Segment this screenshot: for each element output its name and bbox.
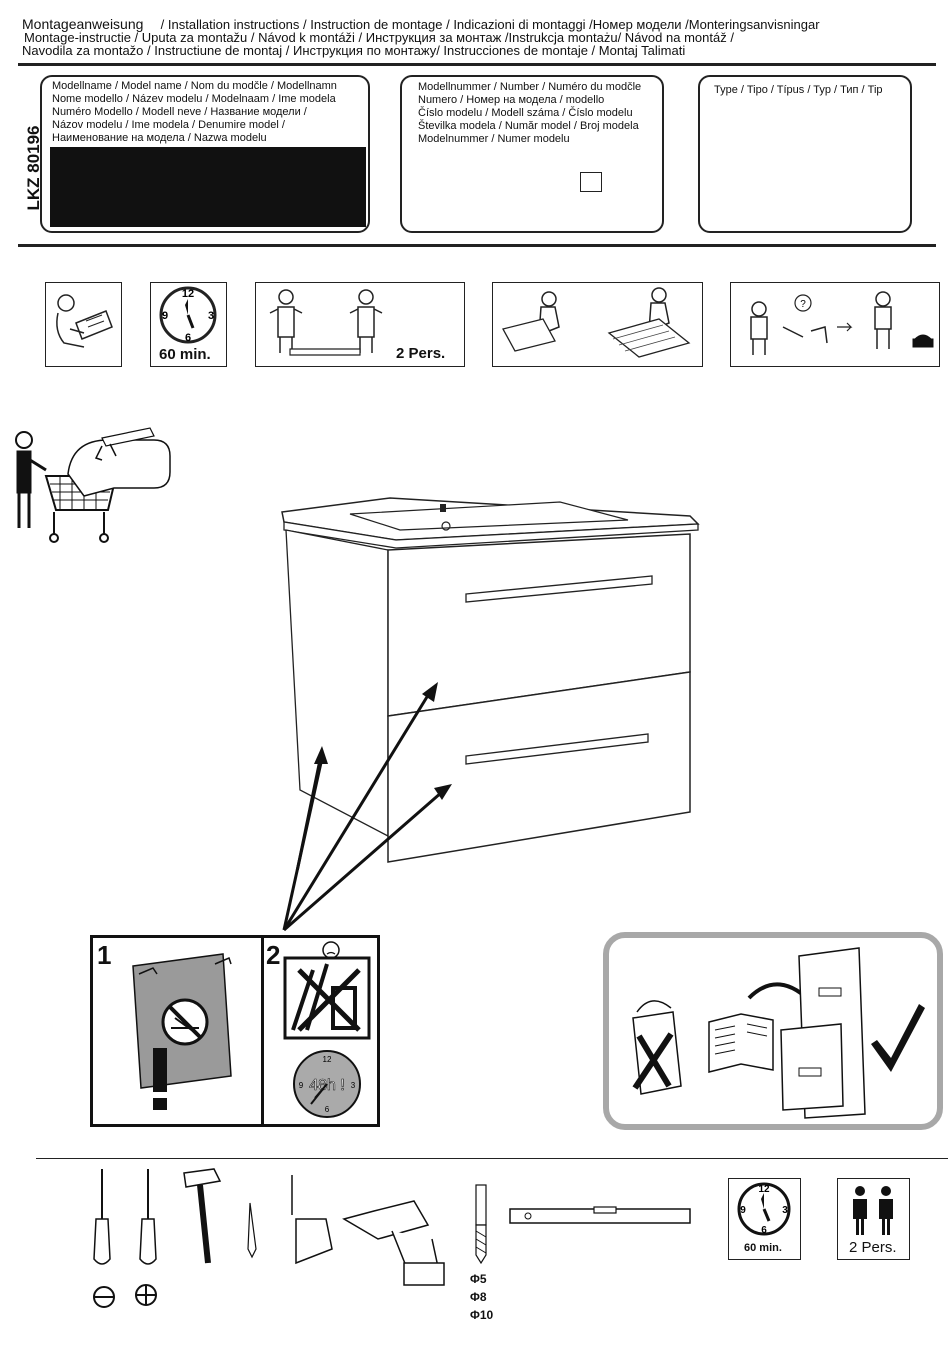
- two-persons-label: 2 Pers.: [396, 345, 446, 362]
- two-persons-icon: [853, 1186, 893, 1235]
- svg-text:?: ?: [800, 299, 806, 310]
- clock-number: 12: [323, 1055, 332, 1064]
- clock-number: 9: [162, 310, 168, 322]
- type-box: Type / Tipo / Típus / Typ / Тип / Tip: [698, 75, 912, 233]
- time-label: 60 min.: [744, 1242, 782, 1254]
- spirit-level-icon: [509, 1206, 691, 1224]
- flat-screwdriver-icon: [93, 1169, 111, 1265]
- drill-bit-icon: [475, 1184, 487, 1265]
- drill-size: Φ5: [470, 1272, 487, 1286]
- header-line-1: Montageanweisung / Installation instruct…: [22, 16, 820, 32]
- clock-number: 3: [782, 1205, 788, 1216]
- two-persons-icon: [269, 289, 383, 356]
- pencil-icon: [247, 1202, 257, 1259]
- clock-number: 6: [325, 1105, 330, 1114]
- hammer-icon: [183, 1168, 222, 1264]
- time-label: 60 min.: [159, 346, 211, 363]
- model-number-label-line: Numero / Номер на модела / modello: [418, 94, 605, 106]
- clock-number: 9: [299, 1081, 304, 1090]
- header-line-2: Montage-instructie / Uputa za montažu / …: [24, 30, 734, 45]
- header-line-3: Navodila za montažo / Instructiune de mo…: [22, 43, 686, 58]
- call-support-tile: ?: [730, 282, 940, 367]
- two-persons-tile: 2 Pers.: [255, 282, 465, 367]
- model-number-checkbox: [580, 172, 602, 192]
- lower-drawer-handle: [465, 733, 649, 765]
- model-name-redaction: [50, 147, 366, 227]
- keep-instructions-panel: [603, 932, 943, 1130]
- step-number: 2: [266, 940, 281, 970]
- model-name-box: Modellname / Model name / Nom du modčle …: [40, 75, 370, 233]
- read-instructions-tile: [45, 282, 122, 367]
- model-number-label-line: Číslo modelu / Modell száma / Číslo mode…: [418, 107, 633, 119]
- clock-number: 3: [351, 1081, 356, 1090]
- header-bottom-rule: [18, 244, 936, 247]
- header-title: Montageanweisung: [22, 16, 144, 32]
- clock-number: 12: [182, 288, 194, 300]
- clock-number: 9: [740, 1205, 746, 1216]
- soft-surface-tile: [492, 282, 703, 367]
- model-name-label-line: Nome modello / Název modelu / Modelnaam …: [52, 93, 336, 105]
- call-support-icon: ?: [750, 291, 934, 355]
- tools-rule: [36, 1158, 948, 1159]
- model-name-label-line: Modellname / Model name / Nom du modčle …: [52, 80, 337, 92]
- washbasin-bowl: [349, 501, 629, 531]
- clock-icon: 12 3 6 9: [737, 1182, 791, 1236]
- vanity-cabinet-illustration: [281, 497, 700, 870]
- drill-size: Φ8: [470, 1290, 487, 1304]
- model-name-label-line: Názov modelu / Ime modela / Denumire mod…: [52, 119, 285, 131]
- drill-size: Φ10: [470, 1308, 494, 1322]
- model-number-label-line: Številka modela / Număr model / Broj mod…: [418, 120, 639, 132]
- step-number: 1: [97, 940, 112, 970]
- two-persons-label: 2 Pers.: [849, 1239, 897, 1256]
- clock-number: 6: [185, 332, 191, 344]
- two-persons-tile-bottom: 2 Pers.: [837, 1178, 910, 1260]
- clock-number: 3: [208, 310, 214, 322]
- time-tile-bottom: 12 3 6 9 60 min.: [728, 1178, 801, 1260]
- drill-icon: [342, 1200, 445, 1286]
- model-number-label-line: Modelnummer / Numer modelu: [418, 133, 570, 145]
- model-name-label-line: Наименование на модела / Nazwa modelu: [52, 132, 267, 144]
- no-chemicals-wait-icon: 48h ! 12 3 6 9: [283, 941, 371, 1118]
- assemble-on-carpet-icon: [502, 287, 691, 358]
- type-label: Type / Tipo / Típus / Typ / Тип / Tip: [714, 84, 883, 96]
- tape-measure-icon: [291, 1175, 333, 1265]
- time-tile: 12 3 6 9 60 min.: [150, 282, 227, 367]
- phillips-screwdriver-icon: [139, 1169, 157, 1265]
- lower-drawer-front: [387, 671, 691, 863]
- header-line-1-rest: / Installation instructions / Instructio…: [160, 17, 820, 32]
- model-number-box: Modellnummer / Number / Numéro du modčle…: [400, 75, 664, 233]
- model-number-label-line: Modellnummer / Number / Numéro du modčle: [418, 81, 642, 93]
- tools-row: [93, 1168, 487, 1308]
- clock-number: 12: [758, 1184, 770, 1195]
- clock-number: 6: [761, 1225, 767, 1236]
- read-instructions-icon: [56, 294, 113, 348]
- buy-silicone-icon: [15, 427, 171, 543]
- file-instructions-icon: [632, 947, 925, 1119]
- no-abrasive-cleaning-icon: [132, 953, 232, 1110]
- header-rule: [18, 63, 936, 66]
- care-warning-panel: 1 2 48h ! 12 3 6 9: [90, 935, 380, 1127]
- upper-drawer-handle: [465, 575, 653, 603]
- care-arrows: [282, 682, 452, 932]
- model-name-label-line: Numéro Modello / Modell neve / Название …: [52, 106, 307, 118]
- clock-icon: 12 3 6 9: [159, 286, 217, 344]
